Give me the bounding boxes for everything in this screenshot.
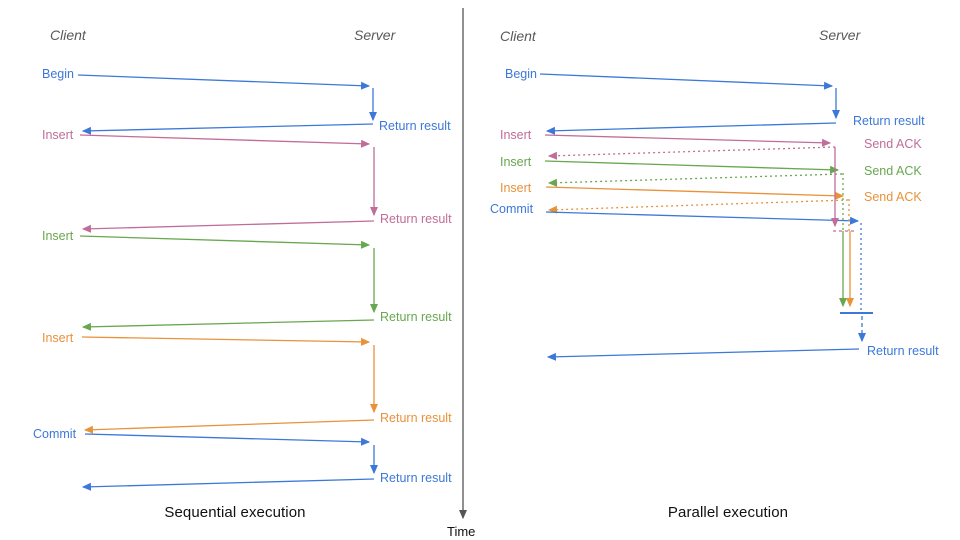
sequential-commit-label: Commit [33,427,77,441]
sequential-insert3-result-label: Return result [380,411,452,425]
parallel-panel-title: Parallel execution [667,504,789,521]
parallel-begin-result-label: Return result [853,114,925,128]
parallel-insert3-request [545,186,845,200]
sequential-insert2-request [79,235,371,249]
parallel-ack2-label: Send ACK [864,164,922,178]
parallel-final-result-label: Return result [867,344,939,358]
parallel-insert1-label: Insert [500,128,532,142]
parallel-client-header: Client [500,28,537,44]
sequential-commit-response [81,478,375,491]
parallel-insert1-request [544,134,832,147]
parallel-final-response [546,348,860,361]
sequential-insert1-label: Insert [42,128,74,142]
parallel-begin-response [545,122,837,135]
parallel-insert2-request [544,160,840,174]
parallel-commit-request [545,211,860,225]
sequential-insert3-request [81,336,371,346]
sequential-insert3-response [83,419,375,434]
sequential-insert2-result-label: Return result [380,310,452,324]
sequential-server-header: Server [354,27,397,43]
sequential-begin-request [77,74,371,90]
parallel-server-header: Server [819,27,862,43]
sequential-insert3-label: Insert [42,331,74,345]
parallel-ack3-label: Send ACK [864,190,922,204]
sequential-insert1-request [79,134,371,148]
parallel-insert3-label: Insert [500,181,532,195]
sequential-client-header: Client [50,27,87,43]
parallel-ack1-response [547,146,836,160]
sequential-begin-label: Begin [42,67,74,81]
parallel-ack3-response [547,199,849,214]
parallel-begin-label: Begin [505,67,537,81]
time-axis-label: Time [447,524,476,539]
sequential-begin-response [81,123,374,135]
parallel-commit-label: Commit [490,202,534,216]
sequential-insert2-response [81,319,375,331]
parallel-insert2-label: Insert [500,155,532,169]
sequential-begin-result-label: Return result [379,119,451,133]
sequential-panel-title: Sequential execution [164,504,306,521]
parallel-begin-request [539,73,834,90]
sequential-commit-result-label: Return result [380,471,452,485]
parallel-ack1-label: Send ACK [864,137,922,151]
sequential-insert1-result-label: Return result [380,212,452,226]
sequential-insert2-label: Insert [42,229,74,243]
parallel-ack2-response [547,173,843,187]
sequential-commit-request [84,433,371,446]
sequential-insert1-response [81,220,375,233]
